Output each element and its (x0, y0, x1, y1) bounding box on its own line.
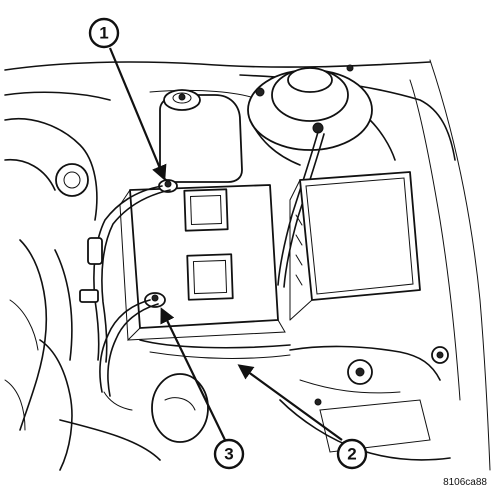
callout-1: 1 (88, 17, 120, 49)
relay-box (289, 171, 421, 321)
callout-1-label: 1 (99, 24, 108, 43)
coolant-reservoir (159, 89, 243, 183)
battery (119, 179, 291, 359)
left-engine-components (4, 117, 209, 471)
positive-cable (79, 185, 171, 363)
lower-right-components (279, 345, 451, 461)
strut-tower (247, 64, 396, 166)
callout-2: 2 (336, 438, 368, 470)
callout-2-label: 2 (347, 445, 356, 464)
callout-3-label: 3 (224, 445, 233, 464)
ground-cable (277, 122, 325, 288)
leader-lines (108, 47, 343, 441)
figure-code: 8106ca88 (443, 477, 487, 488)
negative-cable (99, 299, 159, 411)
callout-3: 3 (213, 438, 245, 470)
